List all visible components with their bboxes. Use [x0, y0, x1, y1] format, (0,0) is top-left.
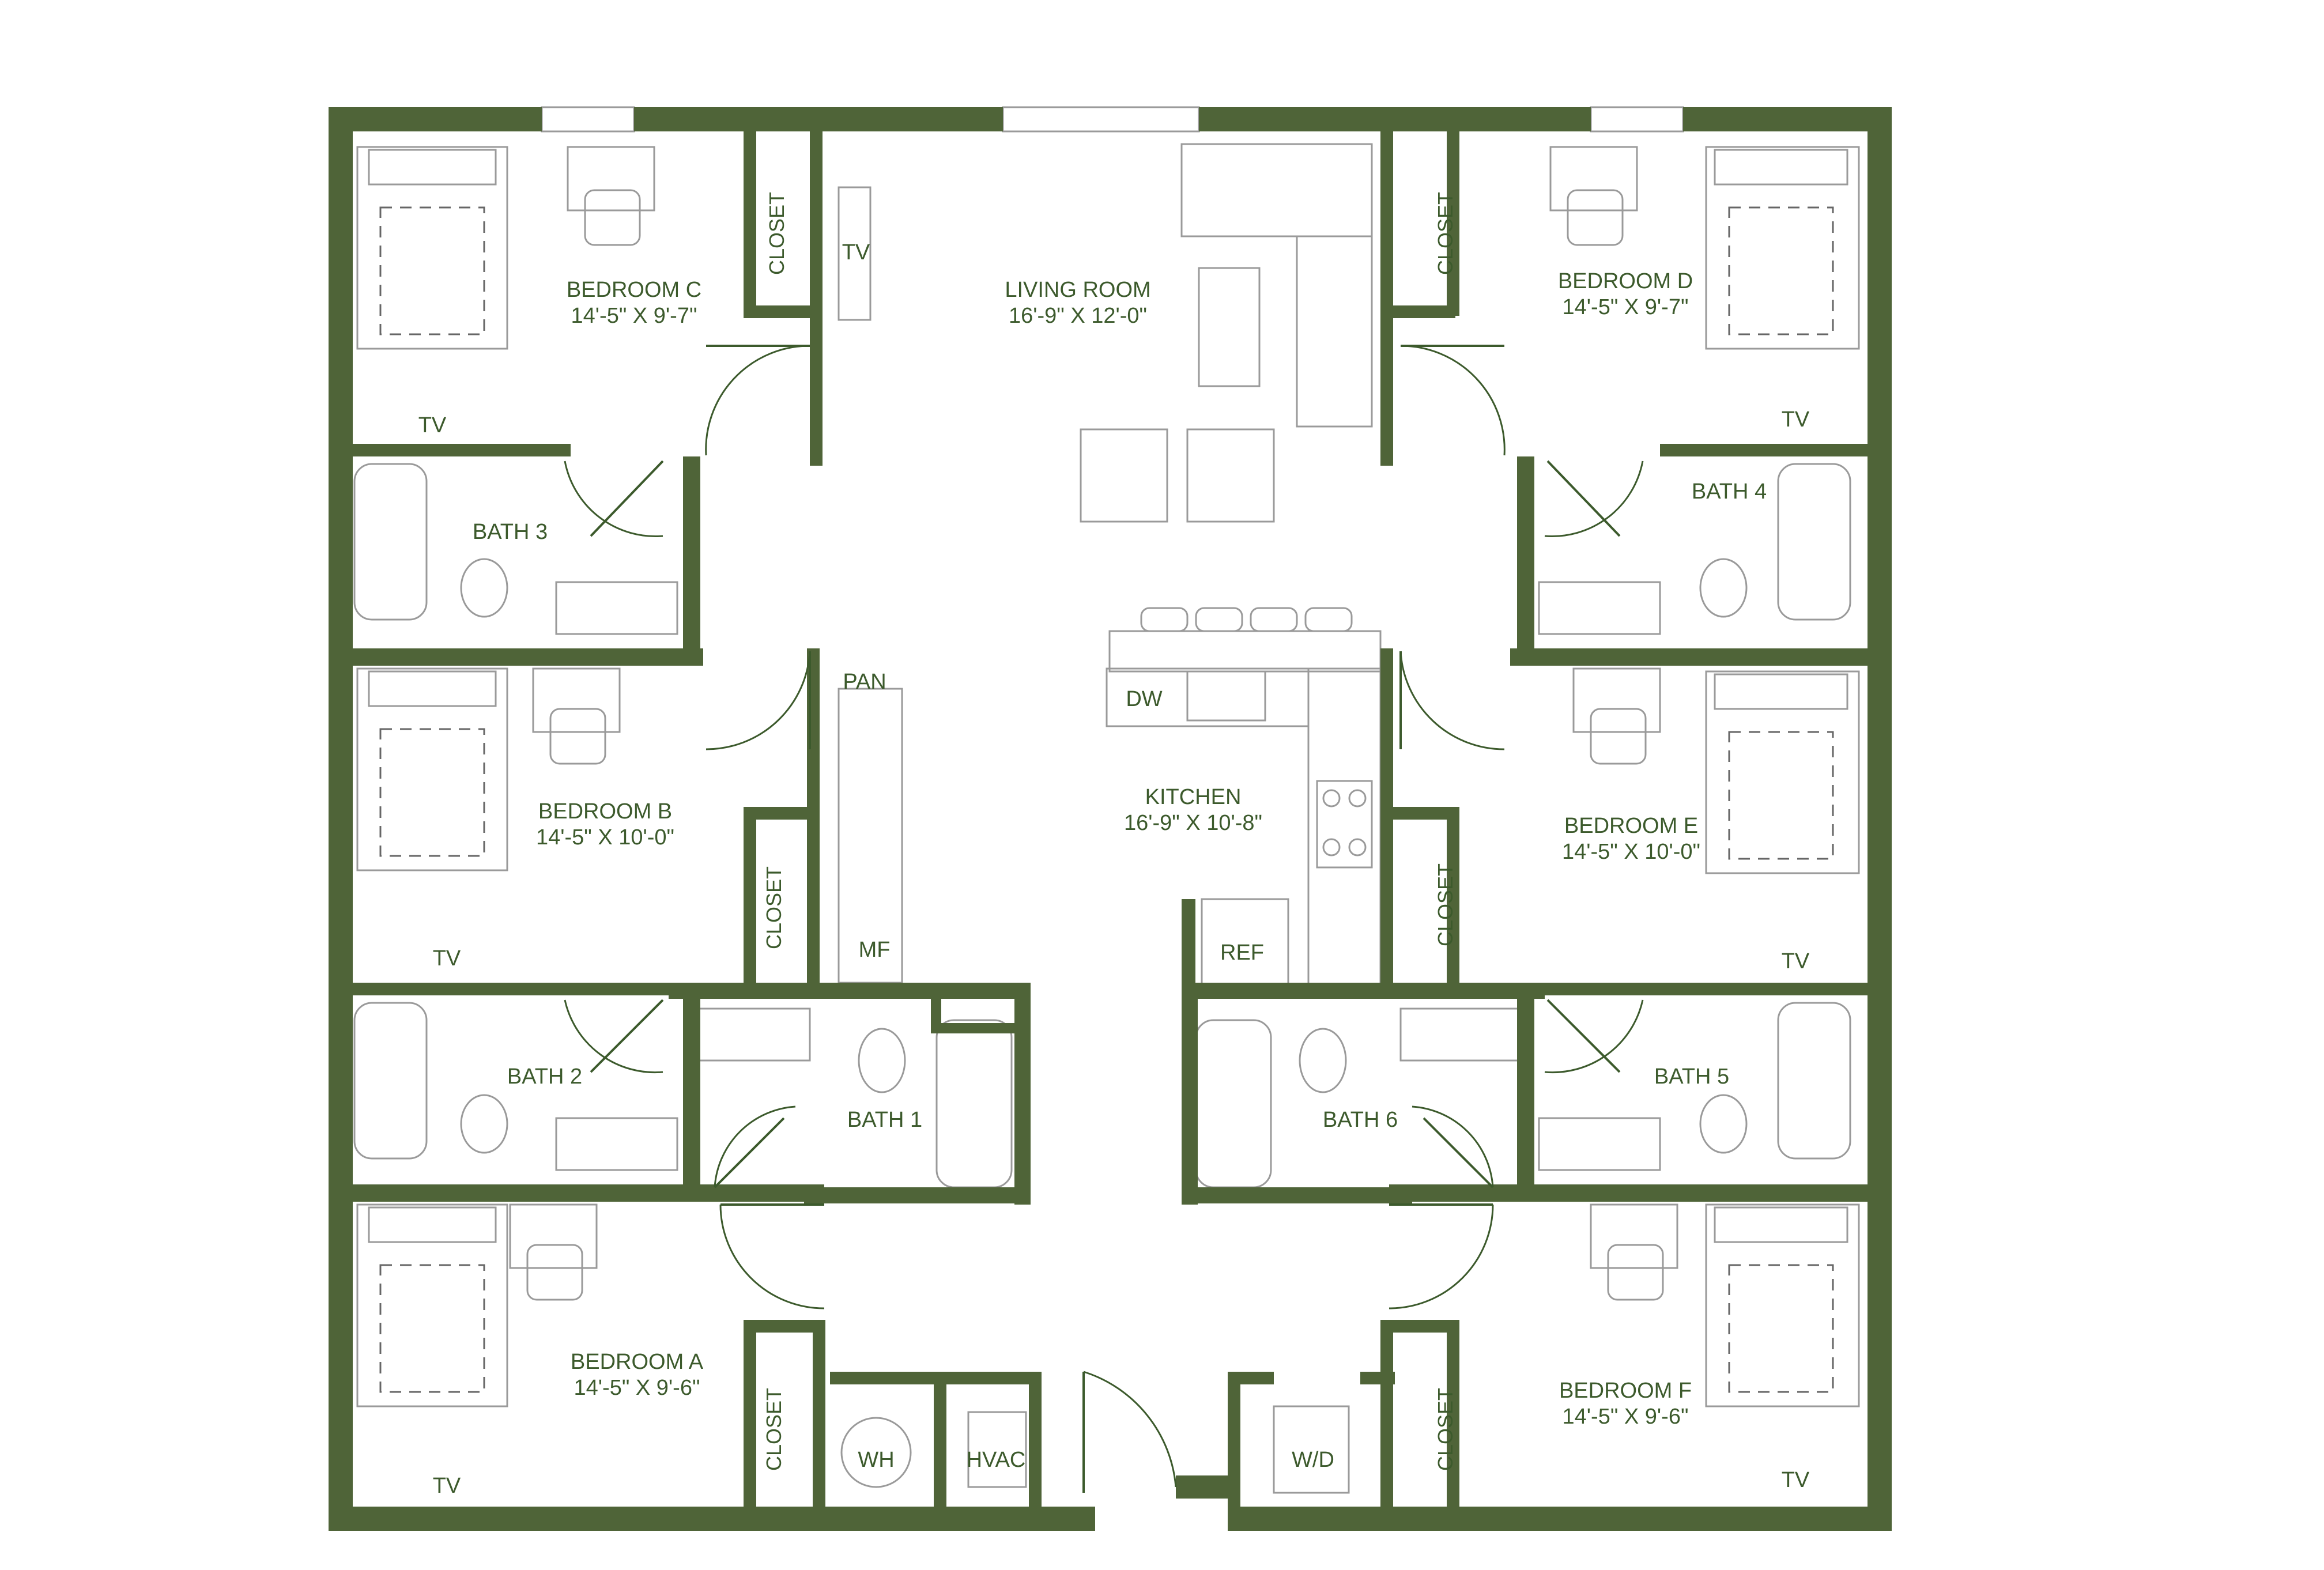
closet-label-f: CLOSET	[1433, 1388, 1457, 1471]
hvac-label: HVAC	[967, 1448, 1026, 1472]
closet-label-b: CLOSET	[762, 866, 786, 949]
bedroom-c-name: BEDROOM C	[567, 278, 701, 302]
bedroom-b-name: BEDROOM B	[538, 799, 672, 824]
bath-3-label: BATH 3	[473, 520, 548, 544]
bedroom-e-name: BEDROOM E	[1564, 814, 1698, 838]
room-labels: BEDROOM C 14'-5" X 9'-7" BEDROOM D 14'-5…	[473, 269, 1767, 1429]
washer-dryer-label: W/D	[1292, 1448, 1334, 1472]
tv-label-bedroom-b: TV	[433, 946, 461, 971]
tv-label-bedroom-f: TV	[1782, 1468, 1810, 1492]
tv-label-bedroom-a: TV	[433, 1474, 461, 1498]
pantry-label: PAN	[843, 670, 886, 694]
mf-label: MF	[859, 938, 891, 962]
bedroom-f-name: BEDROOM F	[1559, 1379, 1692, 1403]
water-heater-label: WH	[858, 1448, 894, 1472]
bedroom-e-dims: 14'-5" X 10'-0"	[1562, 840, 1700, 864]
bedroom-f-dims: 14'-5" X 9'-6"	[1563, 1405, 1689, 1429]
windows	[541, 106, 1684, 133]
fixture-labels: TV TV TV TV TV TV TV CLOSET CLOSET CLOSE…	[418, 192, 1810, 1498]
refrigerator-label: REF	[1220, 941, 1264, 965]
closet-label-c: CLOSET	[765, 192, 788, 275]
living-room-name: LIVING ROOM	[1005, 278, 1150, 302]
bedroom-d-name: BEDROOM D	[1558, 269, 1693, 293]
kitchen-dims: 16'-9" X 10'-8"	[1124, 811, 1262, 835]
bedroom-a-dims: 14'-5" X 9'-6"	[574, 1376, 700, 1400]
bedroom-b-dims: 14'-5" X 10'-0"	[536, 825, 674, 850]
tv-label-living-room: TV	[842, 240, 870, 265]
bath-5-label: BATH 5	[1654, 1065, 1729, 1089]
bedroom-a-name: BEDROOM A	[571, 1350, 704, 1374]
kitchen-name: KITCHEN	[1145, 785, 1242, 809]
bath-6-label: BATH 6	[1323, 1108, 1398, 1132]
tv-label-bedroom-d: TV	[1782, 407, 1810, 432]
bath-1-label: BATH 1	[847, 1108, 922, 1132]
bath-2-label: BATH 2	[507, 1065, 582, 1089]
living-room-dims: 16'-9" X 12'-0"	[1009, 304, 1147, 328]
closet-label-a: CLOSET	[762, 1388, 786, 1471]
dishwasher-label: DW	[1126, 687, 1162, 711]
closet-label-d: CLOSET	[1433, 192, 1457, 275]
walls	[329, 107, 1892, 1531]
closet-label-e: CLOSET	[1433, 863, 1457, 946]
bath-4-label: BATH 4	[1692, 480, 1767, 504]
bedroom-d-dims: 14'-5" X 9'-7"	[1563, 295, 1689, 319]
tv-label-bedroom-e: TV	[1782, 949, 1810, 973]
bedroom-c-dims: 14'-5" X 9'-7"	[571, 304, 697, 328]
tv-label-bedroom-c: TV	[418, 413, 447, 437]
doors	[564, 345, 1644, 1493]
